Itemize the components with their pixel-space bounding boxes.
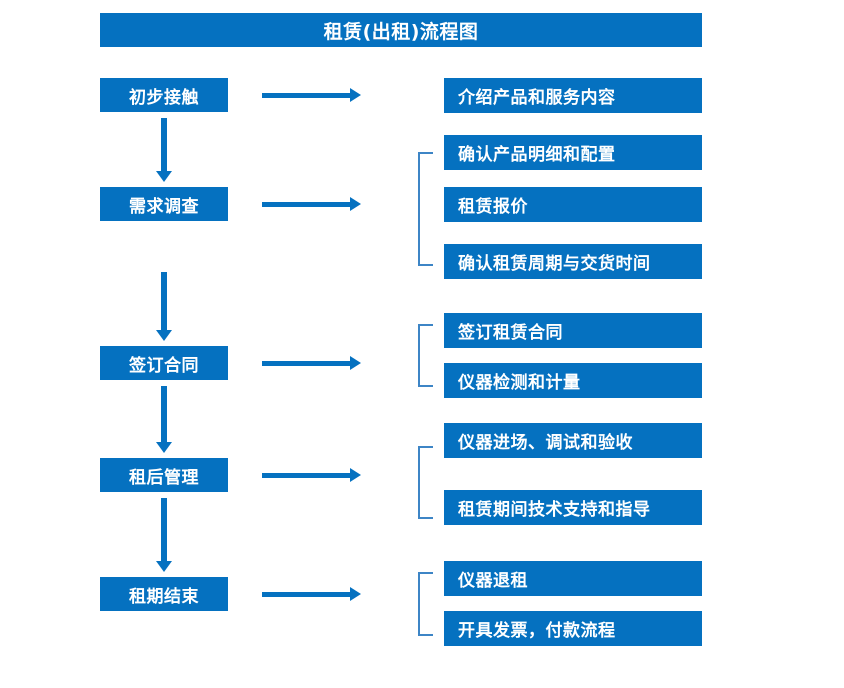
- right-arrow-stage-1: [262, 88, 361, 102]
- right-arrow-stage-2: [262, 197, 361, 211]
- detail-box-3-2[interactable]: 仪器检测和计量: [444, 363, 702, 398]
- right-arrow-stage-5: [262, 587, 361, 601]
- stage-box-1[interactable]: 初步接触: [100, 78, 228, 112]
- detail-box-5-2[interactable]: 开具发票，付款流程: [444, 611, 702, 646]
- detail-box-2-1[interactable]: 确认产品明细和配置: [444, 135, 702, 170]
- detail-box-4-2[interactable]: 租赁期间技术支持和指导: [444, 490, 702, 525]
- down-arrow-stage4-stage5: [156, 498, 172, 572]
- bracket-group-5: [418, 572, 433, 636]
- detail-box-4-1[interactable]: 仪器进场、调试和验收: [444, 423, 702, 458]
- bracket-group-4: [418, 446, 433, 519]
- stage-box-3[interactable]: 签订合同: [100, 346, 228, 380]
- detail-box-5-1[interactable]: 仪器退租: [444, 561, 702, 596]
- down-arrow-stage2-stage3: [156, 272, 172, 341]
- stage-box-4[interactable]: 租后管理: [100, 458, 228, 492]
- right-arrow-stage-4: [262, 468, 361, 482]
- stage-box-2[interactable]: 需求调查: [100, 187, 228, 221]
- right-arrow-stage-3: [262, 356, 361, 370]
- detail-box-2-3[interactable]: 确认租赁周期与交货时间: [444, 244, 702, 279]
- diagram-title: 租赁(出租)流程图: [100, 13, 702, 47]
- down-arrow-stage3-stage4: [156, 386, 172, 453]
- down-arrow-stage1-stage2: [156, 118, 172, 182]
- detail-box-2-2[interactable]: 租赁报价: [444, 187, 702, 222]
- bracket-group-2: [418, 152, 433, 266]
- detail-box-3-1[interactable]: 签订租赁合同: [444, 313, 702, 348]
- detail-box-1-1[interactable]: 介绍产品和服务内容: [444, 78, 702, 113]
- bracket-group-3: [418, 324, 433, 387]
- stage-box-5[interactable]: 租期结束: [100, 577, 228, 611]
